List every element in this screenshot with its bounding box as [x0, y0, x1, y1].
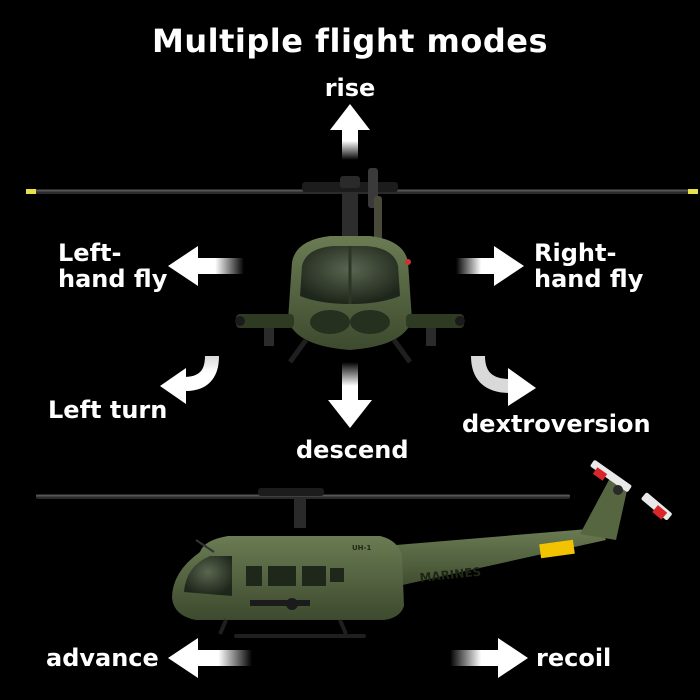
label-right-hand-fly-line2: hand fly [534, 265, 644, 293]
arrow-rise-icon [330, 104, 370, 160]
label-left-hand-fly-line2: hand fly [58, 265, 168, 293]
label-advance: advance [46, 644, 159, 672]
label-left-hand-fly-line1: Left- [58, 239, 122, 267]
helicopter-front-view [26, 168, 698, 364]
tail-rotor-icon [590, 460, 672, 520]
label-rise: rise [324, 74, 376, 102]
arrow-advance-icon [168, 638, 252, 678]
marking-marines: MARINES [419, 565, 482, 585]
label-dextroversion: dextroversion [462, 410, 651, 438]
label-descend: descend [296, 436, 409, 464]
arrow-left-icon [168, 246, 244, 286]
label-left-hand-fly: Left- hand fly [58, 240, 167, 292]
arrow-left-turn-icon [160, 355, 219, 404]
page-title: Multiple flight modes [151, 22, 549, 60]
label-right-hand-fly-line1: Right- [534, 239, 617, 267]
marking-tail-code: UH-1 [352, 544, 371, 552]
helicopter-side-view: MARINES UH-1 [36, 460, 672, 638]
arrow-right-icon [456, 246, 524, 286]
arrow-right-turn-icon [471, 355, 536, 406]
arrow-recoil-icon [450, 638, 528, 678]
label-left-turn: Left turn [48, 396, 168, 424]
label-right-hand-fly: Right- hand fly [534, 240, 643, 292]
arrow-descend-icon [328, 362, 372, 428]
label-recoil: recoil [536, 644, 612, 672]
